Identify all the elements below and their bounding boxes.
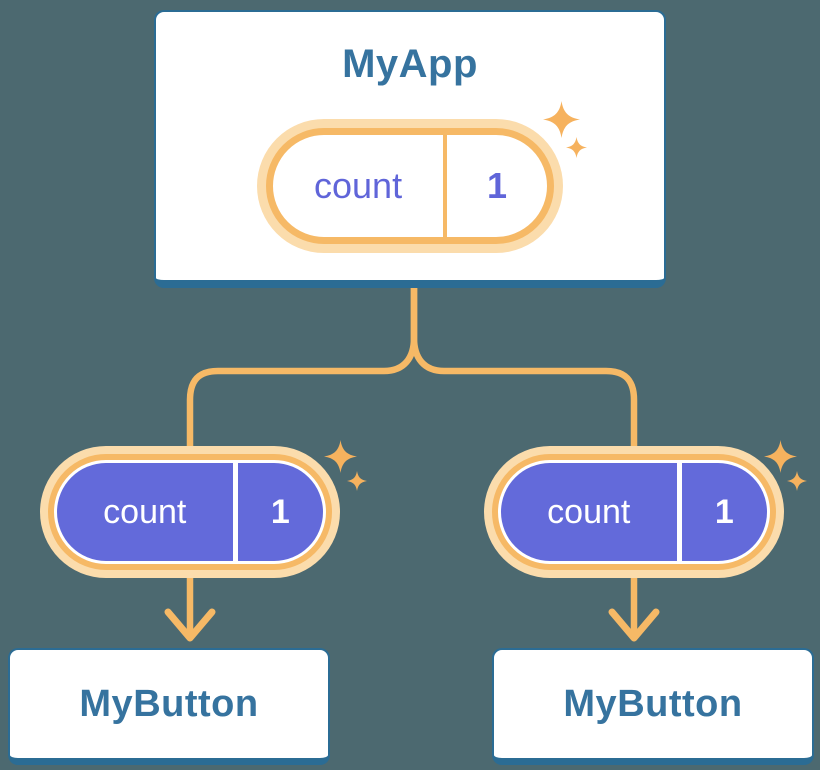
sparkle-icon: [787, 471, 807, 491]
sparkle-icon: [543, 101, 580, 138]
left-child-title: MyButton: [79, 682, 259, 725]
prop-right-value-label: 1: [714, 492, 734, 531]
component-card-right-child: MyButton: [492, 648, 814, 765]
root-component-title: MyApp: [342, 42, 478, 86]
prop-pill-right: count 1: [492, 454, 776, 570]
prop-right-name-label: count: [547, 492, 631, 531]
prop-pill-left-core: count 1: [57, 463, 323, 561]
component-card-root: MyApp count 1: [154, 10, 666, 288]
sparkle-icon: [324, 440, 357, 473]
arrowhead-left-icon: [164, 608, 216, 642]
arrowhead-right-icon: [608, 608, 660, 642]
sparkle-icon: [764, 440, 797, 473]
prop-left-value-label: 1: [270, 492, 290, 531]
prop-pill-left: count 1: [48, 454, 332, 570]
prop-left-value-section: 1: [232, 463, 323, 561]
state-name-label: count: [314, 165, 403, 206]
state-value-label: 1: [487, 165, 508, 206]
component-card-left-child: MyButton: [8, 648, 330, 765]
state-pill-name-section: count: [273, 135, 443, 237]
sparkle-icon: [566, 137, 587, 158]
sparkle-icon: [347, 471, 367, 491]
prop-right-value-section: 1: [676, 463, 767, 561]
prop-left-name-label: count: [103, 492, 187, 531]
right-child-title: MyButton: [563, 682, 743, 725]
prop-right-name-section: count: [501, 463, 677, 561]
state-pill: count 1: [266, 128, 554, 244]
prop-pill-right-core: count 1: [501, 463, 767, 561]
connector-right-branch: [410, 280, 638, 640]
state-pill-value-section: 1: [443, 135, 547, 237]
prop-left-name-section: count: [57, 463, 233, 561]
